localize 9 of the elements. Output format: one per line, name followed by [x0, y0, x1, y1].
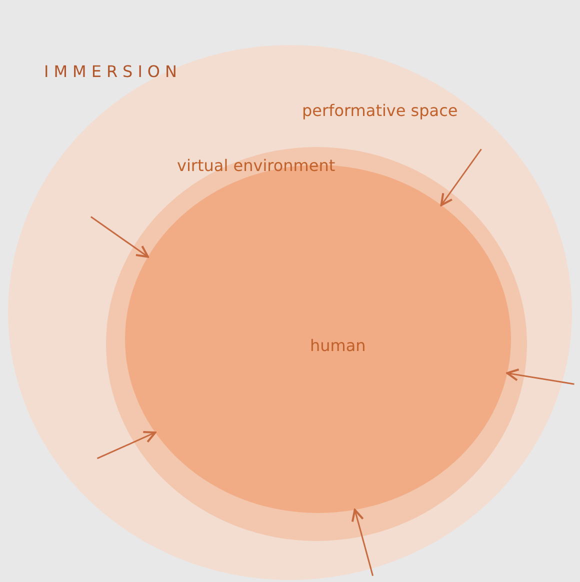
arrow	[351, 508, 374, 576]
region-label: human	[310, 336, 366, 355]
arrow	[96, 430, 156, 460]
arrow	[506, 368, 574, 385]
region-label: virtual environment	[177, 156, 336, 175]
region-label: performative space	[302, 101, 458, 120]
arrow	[440, 148, 482, 206]
heading-label: IMMERSION	[44, 62, 182, 81]
arrow	[90, 216, 149, 258]
